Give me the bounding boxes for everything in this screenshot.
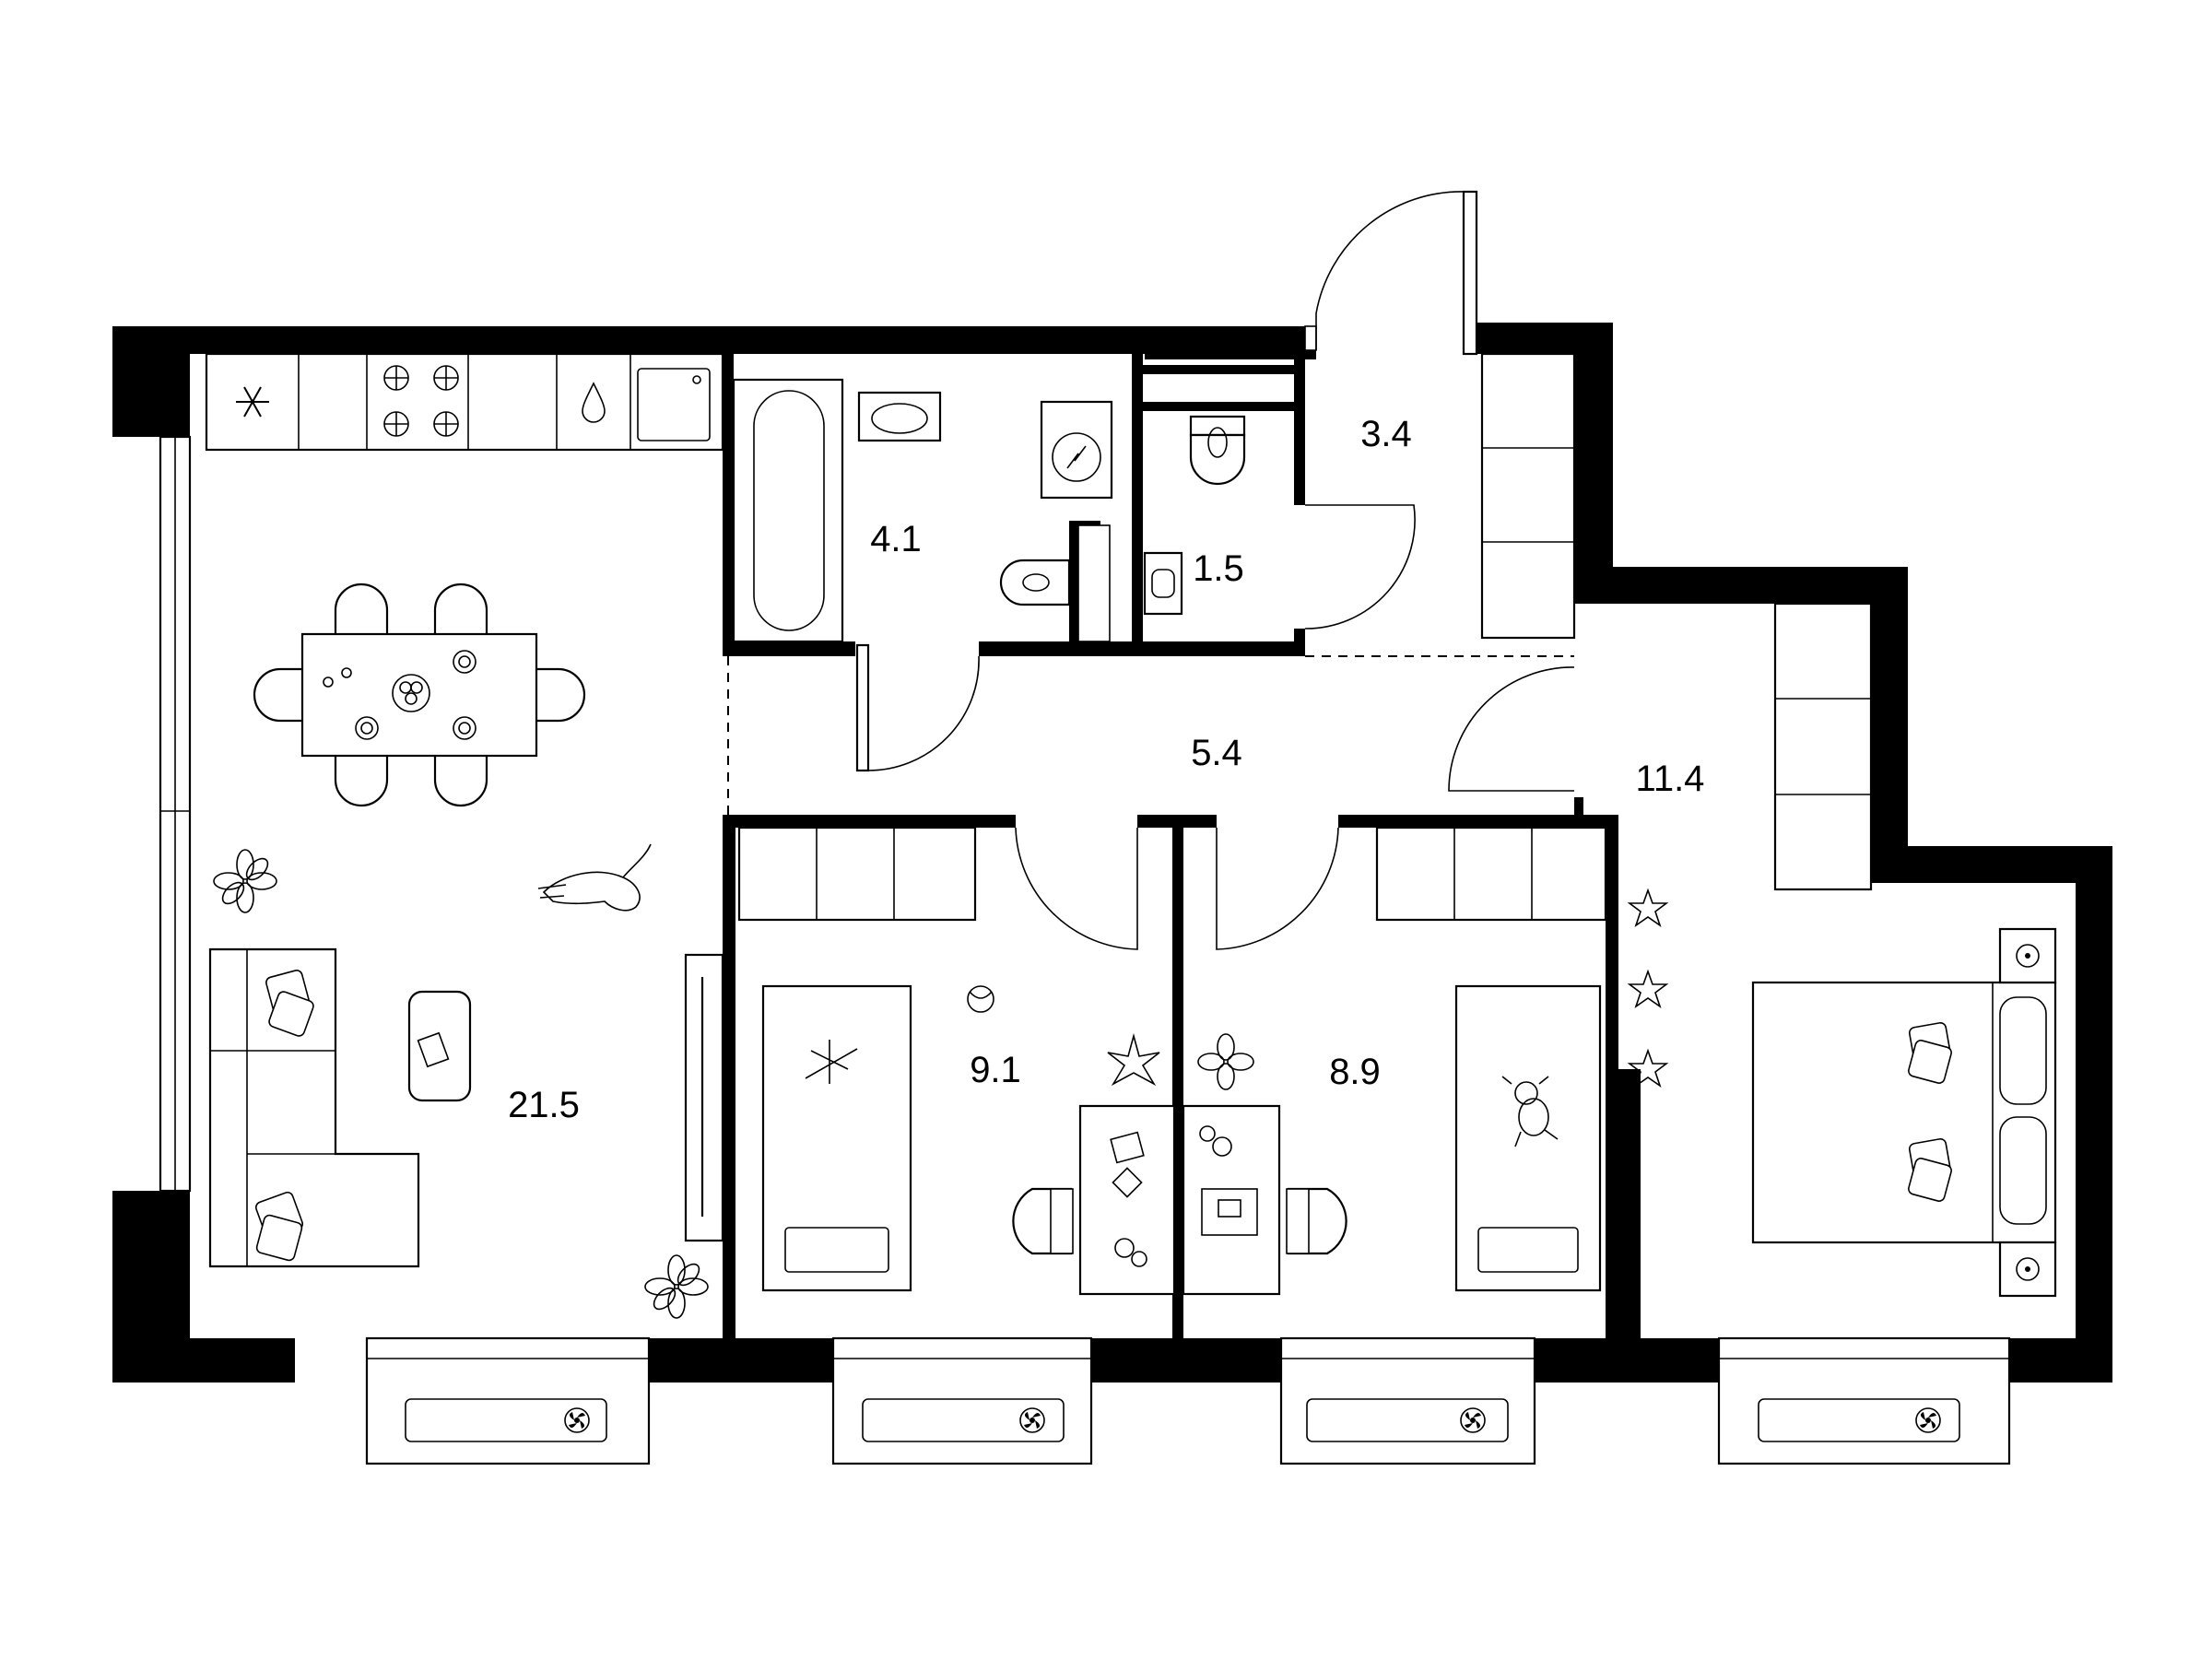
balcony-units	[365, 1336, 2011, 1465]
walls	[112, 323, 2112, 1382]
desk-2	[1182, 1104, 1281, 1296]
single-bed-1	[761, 984, 912, 1292]
kids-room-1-door[interactable]	[1015, 827, 1138, 950]
bedroom-door[interactable]	[1448, 666, 1575, 792]
fan-icon	[1019, 1407, 1045, 1433]
chair-2	[1286, 1187, 1347, 1255]
ball-icon	[967, 985, 994, 1013]
toilet-bowl	[1189, 415, 1246, 486]
plant-icon	[1197, 1033, 1254, 1090]
plant-icon	[1107, 1032, 1160, 1087]
washing-machine-icon	[1040, 400, 1113, 500]
thresholds	[727, 655, 1574, 815]
room-labels: 21.5 4.1 1.5 3.4 5.4 9.1 8.9 11.4	[508, 414, 1704, 1125]
nightstand-bottom	[1998, 1241, 2057, 1298]
balcony-2	[831, 1336, 1093, 1465]
left-window	[159, 435, 192, 1193]
tv-unit	[684, 953, 724, 1242]
bathroom-washbasin	[857, 391, 942, 442]
room-area-bedroom: 11.4	[1636, 759, 1705, 799]
room-area-kids-room-2: 8.9	[1329, 1052, 1381, 1092]
snowflake-icon	[236, 386, 269, 418]
shelf-kids-2	[1375, 826, 1607, 922]
room-area-bathroom: 4.1	[870, 519, 922, 559]
fan-icon	[1915, 1407, 1941, 1433]
wardrobe-bedroom	[1773, 602, 1873, 891]
shelf-kids-1	[737, 826, 977, 922]
balcony-3	[1279, 1336, 1536, 1465]
dining-table	[300, 632, 538, 758]
double-bed	[1751, 981, 2057, 1244]
decor-stars	[1627, 888, 1669, 1088]
fan-icon	[1460, 1407, 1486, 1433]
desk-1	[1078, 1104, 1176, 1296]
stove-burners-icon	[383, 365, 459, 437]
plant-icon	[213, 849, 277, 913]
room-area-entrance-hall: 3.4	[1360, 414, 1412, 454]
room-area-kids-room-1: 9.1	[970, 1050, 1021, 1090]
nightstand-top	[1998, 927, 2057, 984]
room-area-toilet: 1.5	[1193, 548, 1244, 589]
room-area-living-kitchen: 21.5	[508, 1085, 580, 1125]
room-area-corridor: 5.4	[1191, 733, 1242, 773]
balcony-4	[1717, 1336, 2011, 1465]
bathtub	[732, 378, 844, 643]
kitchen-counter	[205, 352, 724, 452]
bathroom-toilet	[999, 559, 1071, 606]
chair-1	[1012, 1187, 1074, 1255]
balcony-1	[365, 1336, 651, 1465]
bathroom-door[interactable]	[855, 643, 980, 772]
entrance-door[interactable]	[1304, 190, 1478, 356]
bathroom-shaft	[1077, 524, 1111, 642]
wardrobe-hall	[1480, 352, 1576, 640]
toilet-washbasin	[1143, 551, 1183, 616]
cat-icon	[537, 843, 652, 912]
coffee-table	[407, 990, 472, 1102]
fan-icon	[564, 1407, 590, 1433]
single-bed-2	[1454, 984, 1602, 1292]
dining-set	[253, 582, 586, 807]
sofa	[208, 947, 420, 1268]
kids-room-2-door[interactable]	[1216, 827, 1339, 950]
water-drop-icon	[582, 382, 606, 423]
plant-icon	[644, 1254, 709, 1319]
kitchen-sink	[637, 368, 711, 441]
toilet-door[interactable]	[1304, 504, 1416, 629]
